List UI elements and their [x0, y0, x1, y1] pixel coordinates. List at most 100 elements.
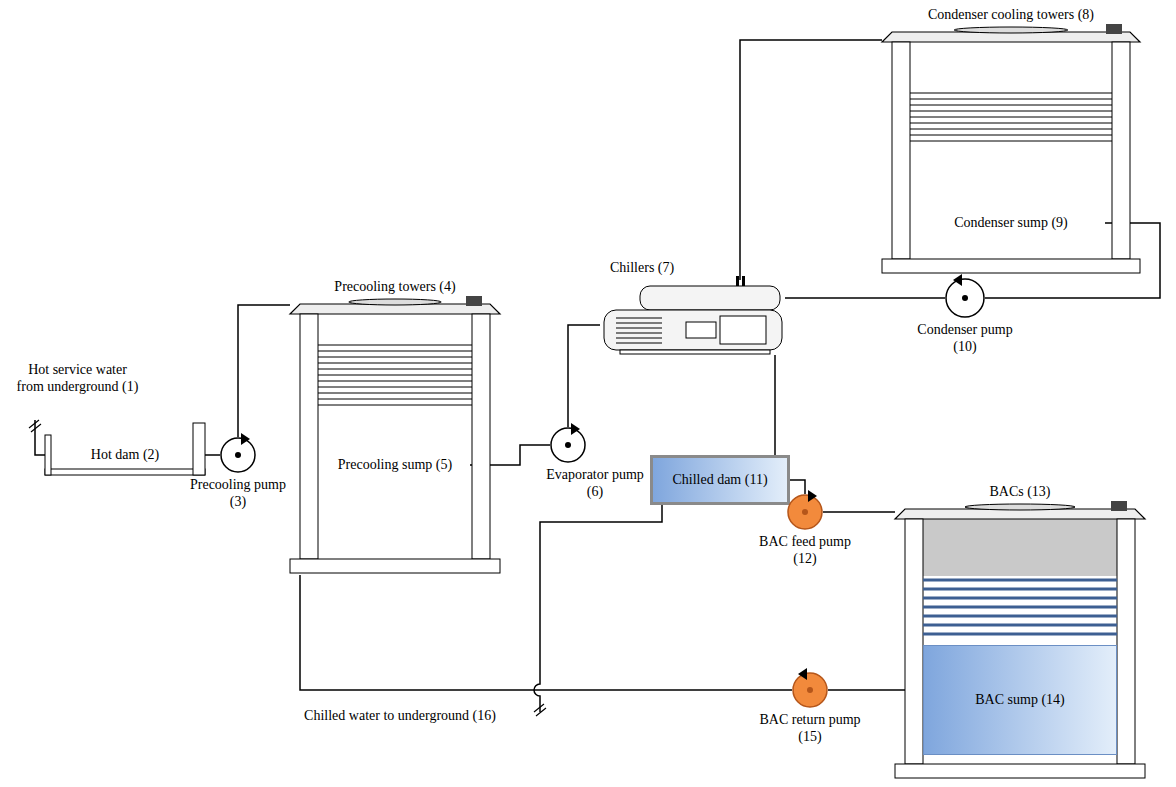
compressor	[720, 316, 766, 344]
fan-blade	[965, 504, 1075, 510]
tower-unit: Precooling towers (4)Precooling sump (5)	[290, 300, 500, 575]
evaporator-shell	[604, 310, 782, 350]
louver	[923, 624, 1117, 627]
louver	[318, 405, 472, 406]
break-mark	[534, 704, 546, 716]
equipment-drawing	[600, 280, 785, 355]
equipment-label: Chillers (7)	[610, 260, 674, 277]
chiller-base	[620, 350, 770, 354]
tube-bundle	[616, 333, 662, 334]
pump-hub	[235, 452, 241, 458]
louver	[318, 351, 472, 352]
tower-base	[290, 559, 500, 573]
equipment-label: Evaporator pump (6)	[545, 467, 645, 501]
tower-column	[905, 519, 923, 764]
break-mark	[29, 420, 41, 432]
feed-pipe	[35, 420, 46, 455]
equipment-drawing	[792, 672, 828, 708]
equipment-label: Condenser pump (10)	[910, 322, 1020, 356]
pipe-connector	[300, 575, 792, 690]
pipe-connector	[823, 511, 895, 513]
louver	[910, 111, 1112, 112]
dam-wall	[45, 435, 51, 475]
tower-column	[300, 314, 318, 559]
flow-note: Chilled water to underground (16)	[300, 708, 500, 725]
pump-hub	[962, 295, 968, 301]
pump-body	[788, 495, 822, 529]
fan-blade	[954, 27, 1068, 33]
equipment-label: BAC sump (14)	[971, 692, 1068, 709]
tube-bundle	[616, 323, 662, 324]
pump-symbol: BAC return pump (15)	[792, 672, 828, 708]
louver	[318, 393, 472, 394]
gearbox	[686, 322, 716, 338]
tower-base	[895, 764, 1145, 778]
pump-hub	[807, 687, 813, 693]
louver	[910, 93, 1112, 94]
nozzle	[742, 276, 745, 286]
louver	[910, 117, 1112, 118]
louver	[923, 597, 1117, 600]
equipment-label: Precooling pump (3)	[183, 477, 293, 511]
dam-unit: Hot dam (2)	[45, 435, 205, 475]
equipment-drawing	[787, 494, 823, 530]
louver	[318, 369, 472, 370]
fan-motor	[466, 296, 482, 306]
bac-casing	[923, 519, 1117, 576]
pump-symbol: Evaporator pump (6)	[550, 427, 586, 463]
louver	[318, 387, 472, 388]
louver	[923, 615, 1117, 618]
equipment-label: BACs (13)	[895, 484, 1145, 501]
louver	[923, 633, 1117, 636]
louver	[923, 588, 1117, 591]
flow-arrow	[241, 433, 250, 445]
fan-blade	[349, 299, 441, 305]
pipe-connector	[790, 480, 805, 494]
louver	[910, 135, 1112, 136]
pump-body	[551, 428, 585, 462]
water-unit: Chilled dam (11)	[650, 455, 790, 505]
pump-symbol: Precooling pump (3)	[220, 437, 256, 473]
flow-arrow	[808, 490, 817, 502]
tower-unit: BACs (13)BAC sump (14)	[895, 505, 1145, 780]
tower-column	[892, 42, 910, 259]
condenser-shell	[640, 286, 780, 310]
tower-column	[472, 314, 490, 559]
pipe-connector	[740, 40, 882, 280]
equipment-label: Precooling towers (4)	[290, 279, 500, 296]
equipment-drawing	[550, 427, 586, 463]
tower-unit: Condenser cooling towers (8)Condenser su…	[882, 28, 1140, 275]
flow-arrow	[953, 274, 962, 286]
underground-pipe	[534, 505, 662, 712]
flow-arrow	[571, 423, 580, 435]
equipment-label: BAC feed pump (12)	[750, 534, 860, 568]
water-unit: BAC sump (14)	[923, 645, 1117, 755]
pump-hub	[802, 509, 808, 515]
pump-body	[946, 279, 984, 317]
tube-bundle	[616, 343, 662, 344]
sump-unit: Condenser sump (9)	[917, 208, 1105, 238]
louver	[910, 141, 1112, 142]
pump-body	[221, 438, 255, 472]
equipment-label: Condenser cooling towers (8)	[882, 7, 1140, 24]
pump-symbol: BAC feed pump (12)	[787, 494, 823, 530]
equipment-label: Condenser sump (9)	[950, 215, 1072, 232]
equipment-label: Hot dam (2)	[87, 447, 163, 464]
pipe-connector	[785, 297, 945, 299]
flow-arrow	[798, 668, 807, 680]
louver	[318, 375, 472, 376]
louver	[910, 99, 1112, 100]
dam-floor	[45, 469, 205, 475]
equipment-drawing	[882, 28, 1140, 275]
tower-column	[1112, 42, 1130, 259]
pump-body	[793, 673, 827, 707]
tube-bundle	[616, 318, 662, 319]
pipe-connector	[205, 454, 220, 456]
pipe-connector	[774, 355, 776, 455]
louver	[318, 357, 472, 358]
tower-base	[882, 259, 1140, 273]
tower-column	[1117, 519, 1135, 764]
equipment-label: Chilled dam (11)	[668, 472, 771, 489]
fan-motor	[1106, 24, 1122, 34]
equipment-label: Precooling sump (5)	[334, 457, 456, 474]
